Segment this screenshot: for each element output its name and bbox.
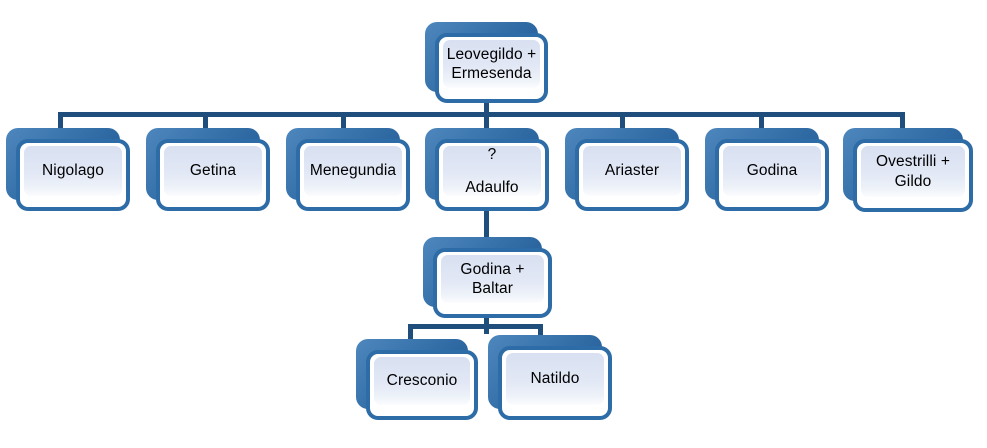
node-label: Godina + Baltar bbox=[460, 260, 524, 299]
node-fill: Cresconio bbox=[374, 357, 470, 405]
node-fill: Ariaster bbox=[583, 146, 681, 196]
node-fill: Nigolago bbox=[24, 146, 122, 196]
node-label-line: Ariaster bbox=[604, 162, 660, 180]
connector-elbow-left bbox=[58, 112, 63, 133]
connector-godina-baltar-stub bbox=[484, 312, 489, 334]
connector-stub-ariaster bbox=[620, 112, 625, 133]
node-natildo: Natildo bbox=[488, 335, 612, 420]
node-fill: Godina + Baltar bbox=[441, 255, 544, 303]
node-label-line: Baltar bbox=[471, 280, 514, 297]
node-menegundia: Menegundia bbox=[286, 128, 410, 211]
connector-stub-getina bbox=[203, 112, 208, 133]
node-label-line: Getina bbox=[189, 162, 237, 180]
node-label: Ovestrilli +Gildo bbox=[876, 152, 950, 191]
node-label: Natildo bbox=[531, 369, 580, 388]
node-godina-baltar: Godina + Baltar bbox=[423, 237, 552, 318]
node-label-line: Gildo bbox=[894, 172, 932, 190]
node-label: ? Adaulfo bbox=[465, 145, 518, 198]
node-label-line: Menegundia bbox=[309, 162, 397, 180]
node-label: Cresconio bbox=[387, 371, 458, 390]
node-fill: Godina bbox=[723, 146, 821, 196]
node-ariaster: Ariaster bbox=[565, 128, 689, 211]
node-label-line: Godina + bbox=[460, 260, 525, 278]
node-label-line: ? bbox=[487, 145, 497, 163]
node-fill: Leovegildo + Ermesenda bbox=[443, 40, 540, 88]
connector-elbow-natildo bbox=[538, 324, 543, 342]
node-cresconio: Cresconio bbox=[356, 339, 478, 420]
node-label-line: Natildo bbox=[530, 370, 580, 388]
connector-stub-godina bbox=[759, 112, 764, 133]
node-nigolago: Nigolago bbox=[6, 128, 130, 211]
connector-row1-hline bbox=[58, 112, 905, 117]
node-label: Godina bbox=[747, 161, 798, 180]
node-label-line: Ovestrilli + bbox=[876, 153, 950, 171]
node-label-line: Godina bbox=[746, 162, 798, 180]
node-fill: Natildo bbox=[506, 353, 604, 405]
node-godina: Godina bbox=[705, 128, 829, 211]
node-getina: Getina bbox=[146, 128, 270, 211]
node-fill: Menegundia bbox=[304, 146, 402, 196]
node-label-line: Ermesenda bbox=[451, 65, 532, 82]
node-label-line: Adaulfo bbox=[465, 179, 519, 196]
connector-stub-menegundia bbox=[341, 112, 346, 133]
node-label: Getina bbox=[190, 161, 236, 180]
node-label-line: Nigolago bbox=[42, 162, 104, 180]
connector-adaulfo-to-godina-baltar bbox=[484, 205, 489, 243]
node-label: Menegundia bbox=[310, 161, 396, 180]
node-label: Ariaster bbox=[605, 161, 659, 180]
node-label-line: Leovegildo + bbox=[446, 45, 537, 63]
node-adaulfo: ? Adaulfo bbox=[425, 128, 549, 211]
connector-row3-hline bbox=[408, 324, 543, 329]
node-fill: Getina bbox=[164, 146, 262, 196]
node-ovestrilli-gildo: Ovestrilli +Gildo bbox=[843, 128, 973, 212]
connector-elbow-cresconio bbox=[408, 324, 413, 344]
node-fill: ? Adaulfo bbox=[443, 146, 541, 196]
node-label: Leovegildo + Ermesenda bbox=[447, 45, 537, 84]
connector-elbow-right bbox=[900, 112, 905, 133]
node-label: Nigolago bbox=[42, 161, 104, 180]
node-leovegildo-ermesenda: Leovegildo + Ermesenda bbox=[425, 22, 548, 103]
node-label-line: Cresconio bbox=[386, 372, 458, 390]
node-fill: Ovestrilli +Gildo bbox=[861, 146, 965, 197]
